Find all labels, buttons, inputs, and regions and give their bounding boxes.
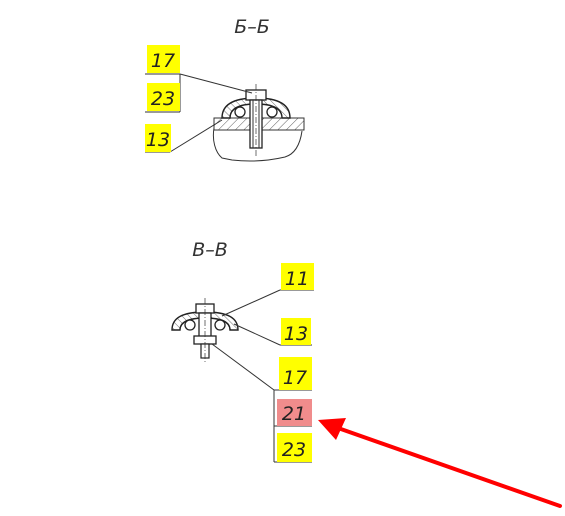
section-bb-cap: [221, 97, 291, 119]
section-vv-label-bg: [279, 357, 312, 390]
section-vv-callout-11: 11: [285, 268, 309, 290]
section-bb-leader-13: [169, 119, 223, 153]
section-vv-ring-left: [184, 319, 196, 331]
section-bb-label-bg: [147, 45, 180, 73]
section-bb-ring-left: [234, 106, 246, 118]
section-bb-label-bg: [145, 124, 171, 152]
section-bb-callout-17: 17: [151, 50, 175, 72]
section-vv-highlight-bg: [277, 399, 312, 426]
section-vv-ring-right: [214, 319, 226, 331]
section-vv-leader-17: [211, 343, 275, 391]
highlight-arrow: [318, 418, 562, 508]
section-vv-callout-21: 21: [282, 403, 306, 425]
section-bb-leader-17: [179, 73, 253, 94]
section-vv: В–В 11 13 17 21 23: [171, 239, 314, 463]
section-bb-title: Б–Б: [234, 16, 270, 38]
section-bb: Б–Б 17 23 13: [145, 16, 305, 162]
section-vv-callout-13: 13: [284, 323, 308, 345]
section-bb-label-bg: [147, 83, 180, 111]
section-vv-label-bg: [281, 318, 311, 345]
section-vv-label-bg: [281, 263, 314, 290]
section-bb-ring-right: [266, 106, 278, 118]
section-bb-callout-23: 23: [151, 88, 175, 110]
section-vv-label-bg: [277, 433, 312, 462]
section-vv-callout-17: 17: [283, 367, 307, 389]
section-bb-base: [212, 127, 303, 162]
section-vv-leader-13: [233, 323, 281, 346]
section-vv-leader-11: [221, 289, 281, 317]
section-vv-callout-23: 23: [282, 439, 306, 461]
section-bb-callout-13: 13: [146, 129, 170, 151]
section-vv-title: В–В: [192, 239, 228, 261]
